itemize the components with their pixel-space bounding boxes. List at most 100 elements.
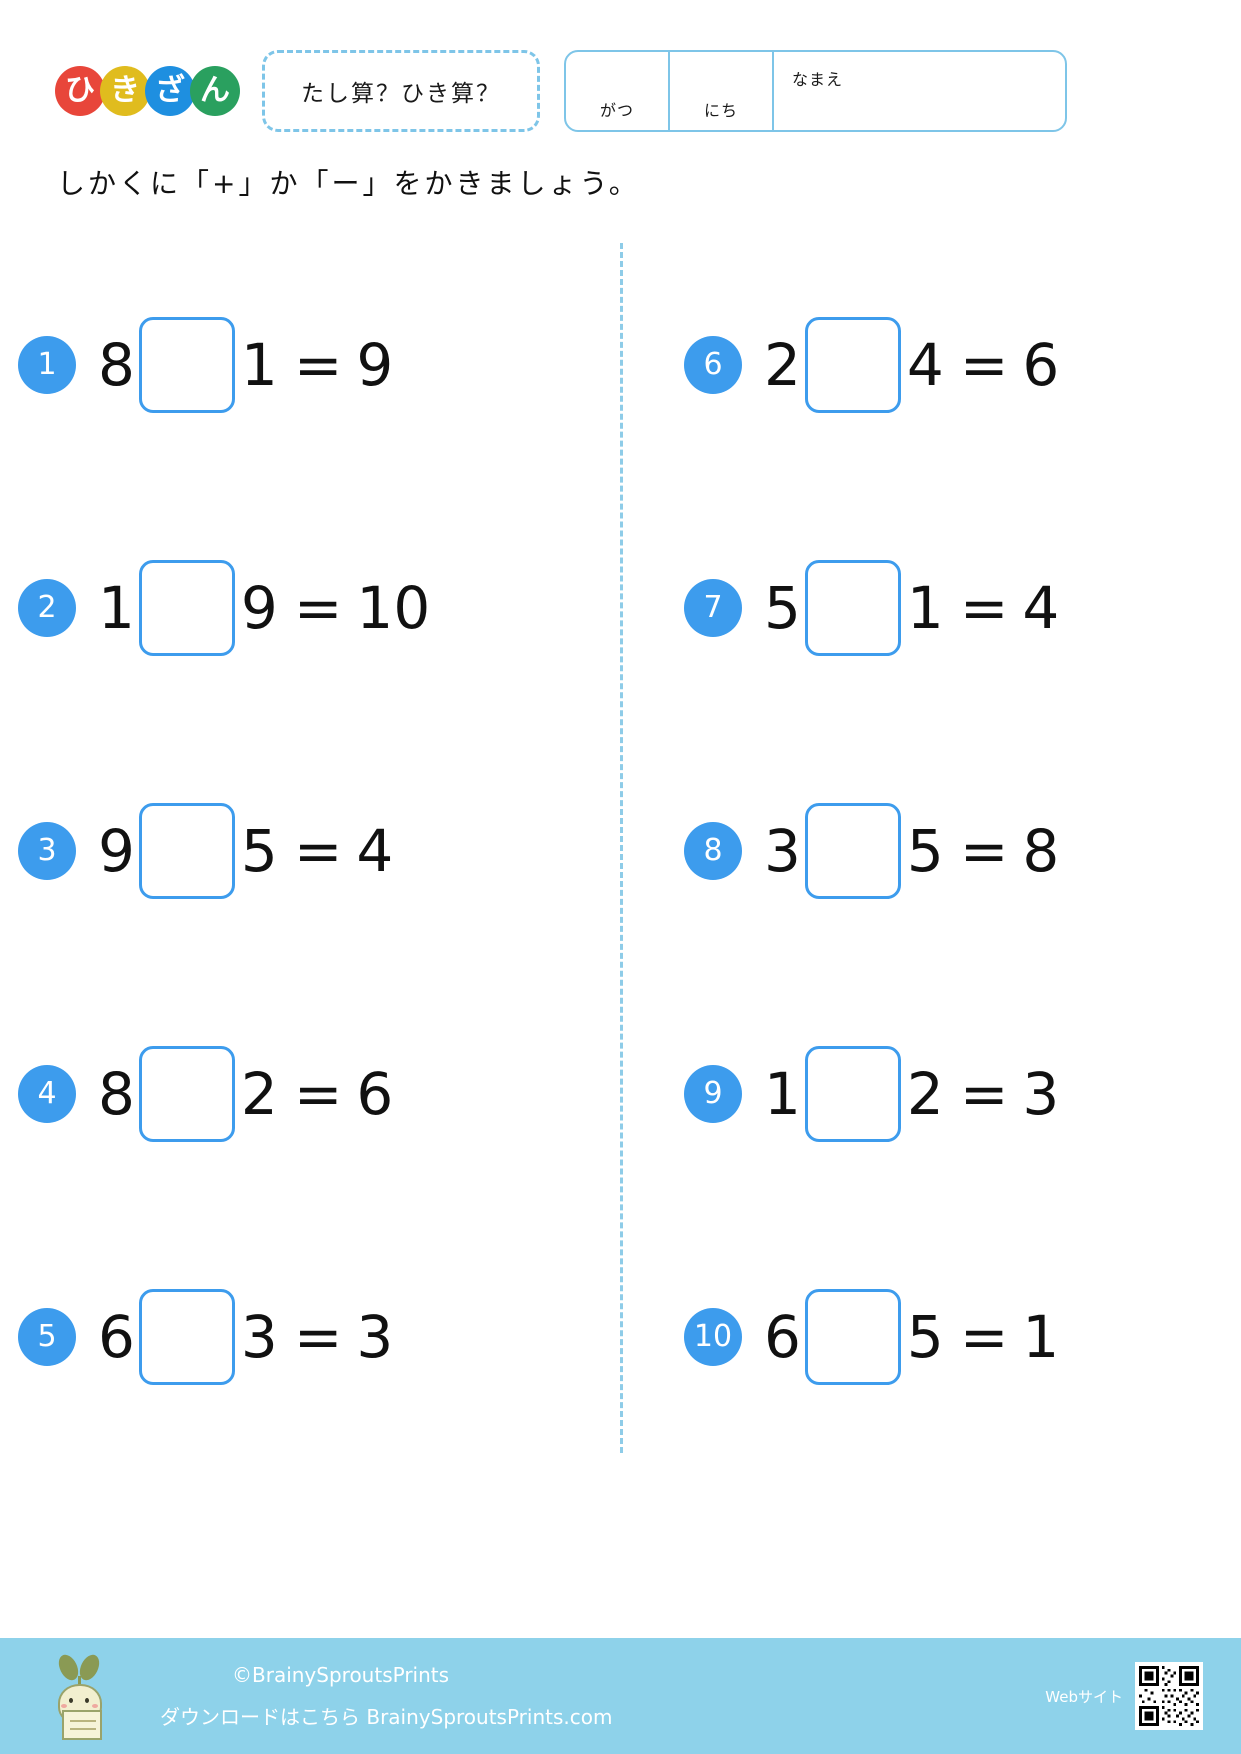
operand-left: 1 — [764, 1059, 801, 1128]
operator-answer-box[interactable] — [138, 1045, 235, 1142]
month-field[interactable]: がつ — [566, 52, 670, 130]
equals-sign: = — [293, 1302, 343, 1371]
logo-circle-4: ん — [190, 66, 240, 116]
footer-copyright: ©BrainySproutsPrints — [232, 1662, 450, 1687]
operand-right: 5 — [906, 816, 944, 885]
result-value: 4 — [356, 816, 394, 885]
problem-row: 10 6 5=1 — [621, 1215, 1241, 1458]
operator-answer-box[interactable] — [138, 559, 235, 656]
operand-left: 2 — [764, 330, 801, 399]
page-footer: ©BrainySproutsPrints ダウンロードはこちら BrainySp… — [0, 1638, 1241, 1754]
problem-number-badge: 5 — [18, 1307, 76, 1366]
operator-answer-box[interactable] — [138, 1288, 235, 1385]
problem-number-badge: 4 — [18, 1064, 76, 1123]
result-value: 9 — [356, 330, 394, 399]
footer-qr-block: Webサイト — [1045, 1662, 1203, 1730]
page-header: ひ き ざ ん たし算？ひき算？ がつ にち なまえ — [55, 46, 1186, 136]
result-value: 10 — [356, 573, 431, 642]
operand-right: 3 — [240, 1302, 278, 1371]
equals-sign: = — [293, 816, 343, 885]
result-value: 3 — [1022, 1059, 1060, 1128]
result-value: 6 — [356, 1059, 394, 1128]
day-label: にち — [703, 101, 738, 120]
operator-answer-box[interactable] — [804, 559, 901, 656]
result-value: 1 — [1022, 1302, 1060, 1371]
operand-left: 6 — [764, 1302, 801, 1371]
operator-answer-box[interactable] — [804, 1045, 901, 1142]
equation: 8 1=9 — [98, 316, 394, 413]
operator-answer-box[interactable] — [804, 802, 901, 899]
equation: 3 5=8 — [764, 802, 1060, 899]
operand-left: 1 — [98, 573, 135, 642]
operator-answer-box[interactable] — [804, 316, 901, 413]
operand-right: 2 — [240, 1059, 278, 1128]
operand-left: 9 — [98, 816, 135, 885]
operand-left: 3 — [764, 816, 801, 885]
name-date-box: がつ にち なまえ — [564, 50, 1067, 132]
result-value: 6 — [1022, 330, 1060, 399]
result-value: 3 — [356, 1302, 394, 1371]
instruction-text: しかくに「+」か「ー」をかきましょう。 — [57, 167, 640, 200]
worksheet-title-badge: たし算？ひき算？ — [262, 50, 540, 132]
equals-sign: = — [959, 1302, 1009, 1371]
equation: 2 4=6 — [764, 316, 1060, 413]
qr-code-icon[interactable] — [1135, 1662, 1203, 1730]
operand-right: 5 — [906, 1302, 944, 1371]
equals-sign: = — [293, 1059, 343, 1128]
equation: 1 9=10 — [98, 559, 431, 656]
equals-sign: = — [959, 1059, 1009, 1128]
problem-number-badge: 7 — [684, 578, 742, 637]
operand-right: 2 — [906, 1059, 944, 1128]
sprout-mascot-icon — [48, 1651, 112, 1740]
equation: 5 1=4 — [764, 559, 1060, 656]
equals-sign: = — [293, 330, 343, 399]
equation: 1 2=3 — [764, 1045, 1060, 1142]
operand-left: 8 — [98, 1059, 135, 1128]
problem-number-badge: 9 — [684, 1064, 742, 1123]
footer-text-block: ©BrainySproutsPrints ダウンロードはこちら BrainySp… — [160, 1663, 612, 1730]
problem-number-badge: 8 — [684, 821, 742, 880]
result-value: 4 — [1022, 573, 1060, 642]
operand-left: 8 — [98, 330, 135, 399]
result-value: 8 — [1022, 816, 1060, 885]
name-label: なまえ — [792, 70, 844, 89]
website-label: Webサイト — [1045, 1687, 1123, 1706]
equals-sign: = — [959, 573, 1009, 642]
equation: 9 5=4 — [98, 802, 394, 899]
operator-answer-box[interactable] — [138, 316, 235, 413]
logo-circle-3: ざ — [145, 66, 195, 116]
name-field[interactable]: なまえ — [774, 52, 1065, 130]
day-field[interactable]: にち — [670, 52, 774, 130]
problem-number-badge: 1 — [18, 335, 76, 394]
logo-hikizan: ひ き ざ ん — [55, 66, 240, 116]
operand-right: 5 — [240, 816, 278, 885]
equation: 6 3=3 — [98, 1288, 394, 1385]
operator-answer-box[interactable] — [138, 802, 235, 899]
operand-right: 1 — [240, 330, 278, 399]
operand-left: 6 — [98, 1302, 135, 1371]
logo-circle-2: き — [100, 66, 150, 116]
operand-left: 5 — [764, 573, 801, 642]
column-divider — [620, 243, 623, 1453]
equals-sign: = — [293, 573, 343, 642]
problem-number-badge: 10 — [684, 1307, 742, 1366]
equation: 8 2=6 — [98, 1045, 394, 1142]
equals-sign: = — [959, 816, 1009, 885]
operand-right: 4 — [906, 330, 944, 399]
operand-right: 1 — [906, 573, 944, 642]
operator-answer-box[interactable] — [804, 1288, 901, 1385]
equals-sign: = — [959, 330, 1009, 399]
operand-right: 9 — [240, 573, 278, 642]
footer-download-link[interactable]: ダウンロードはこちら BrainySproutsPrints.com — [160, 1704, 613, 1729]
logo-circle-1: ひ — [55, 66, 105, 116]
